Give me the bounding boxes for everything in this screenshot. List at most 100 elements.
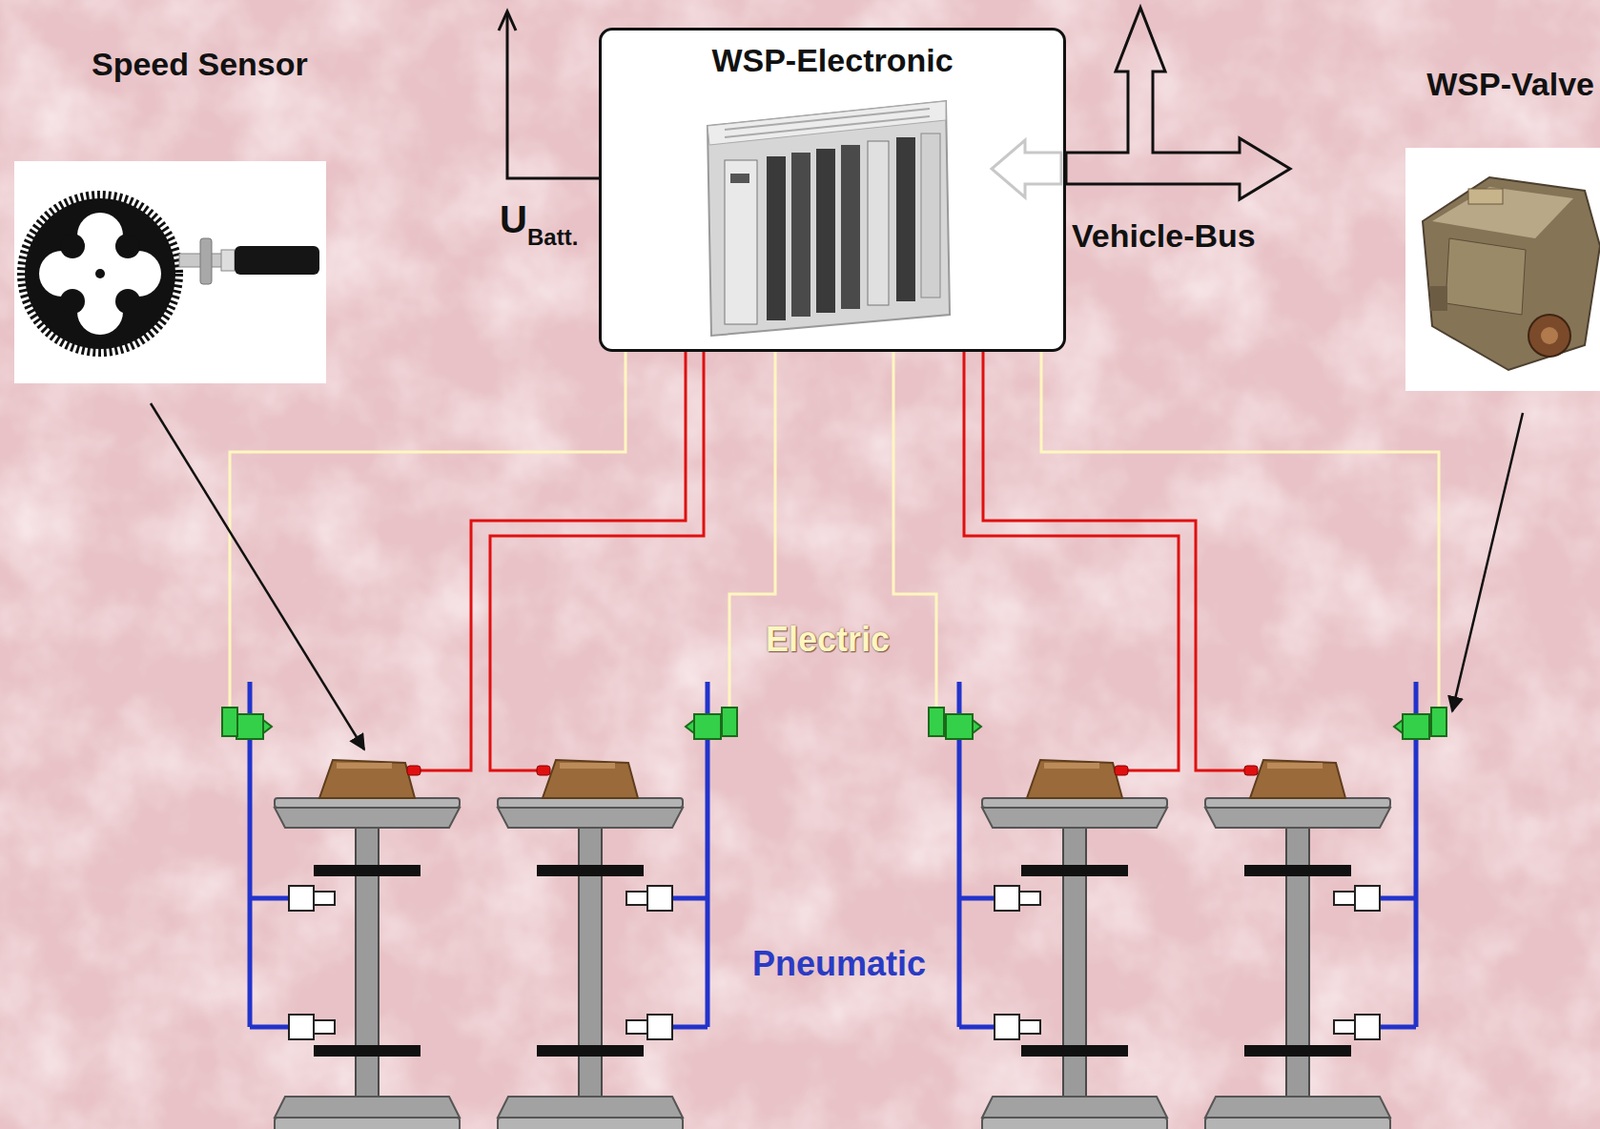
valve-wire (229, 351, 626, 708)
speed-sensor-photo (221, 249, 235, 271)
brake-cylinder (1333, 891, 1355, 905)
sensor-photo-frame: Speed Sensor (14, 161, 327, 384)
sensor-wire (964, 351, 1179, 771)
sensor-connector (407, 765, 421, 776)
wsp-valve-photo (1422, 177, 1600, 370)
wheelset (497, 759, 683, 1129)
wsp-valve-symbol (236, 714, 264, 739)
battery-supply-line (498, 11, 599, 179)
control-unit-box: WSP-Electronic (598, 27, 1067, 352)
control-unit-rack (896, 137, 916, 302)
wire-type-label: Pneumatic (752, 943, 926, 984)
speed-sensor-photo (21, 195, 179, 352)
wsp-valve-symbol (222, 707, 1447, 739)
brake-cylinder (1333, 1020, 1355, 1034)
voltage-symbol: U (499, 197, 528, 242)
speed-sensor-photo (60, 233, 85, 259)
wsp-valve-symbol (928, 707, 944, 737)
wheelset (274, 759, 1391, 1129)
control-unit-rack (816, 148, 836, 313)
wsp-valve-symbol (972, 719, 982, 734)
brake-cylinder (288, 885, 1380, 1040)
wire-type-label: Electric (765, 619, 890, 659)
speed-sensor-photo (39, 250, 85, 297)
control-unit-rack (730, 173, 750, 184)
sensor-wire (490, 351, 704, 771)
brake-cylinder (288, 1014, 314, 1040)
brake-cylinder (647, 885, 673, 911)
battery-supply-line (507, 13, 599, 179)
control-unit-rack (707, 101, 950, 336)
leader-arrow (150, 403, 1523, 750)
speed-sensor-photo (14, 161, 327, 384)
speed-sensor-photo (24, 198, 176, 349)
speed-sensor-photo (95, 268, 105, 279)
sensor-connector (407, 765, 1258, 776)
speed-sensor-photo (77, 288, 124, 335)
wsp-valve-symbol (263, 719, 272, 734)
brake-cylinder (313, 891, 335, 905)
wsp-valve-symbol (1402, 714, 1430, 739)
wheelset (1205, 759, 1391, 1129)
leader-arrow (1452, 412, 1523, 712)
valve-wire (229, 351, 1439, 708)
wsp-valve-symbol (721, 707, 738, 737)
wheelset (982, 759, 1168, 1129)
vehicle-bus-arrow (991, 140, 1062, 198)
wsp-valve-photo (1430, 286, 1448, 311)
control-unit-rack (766, 156, 786, 321)
control-unit-rack (791, 152, 811, 317)
speed-sensor-photo (115, 233, 141, 259)
brake-cylinder (1354, 1014, 1380, 1040)
brake-cylinder (994, 885, 1020, 911)
wsp-valve-photo (1445, 238, 1526, 315)
speed-sensor-photo (77, 212, 124, 259)
wsp-valve-symbol (1394, 719, 1403, 734)
speed-sensor-photo (200, 238, 212, 285)
leader-arrow (150, 403, 365, 750)
brake-cylinder (313, 1020, 335, 1034)
valve-wire (893, 351, 937, 708)
wsp-valve-symbol (685, 719, 695, 734)
sensor-wire (983, 351, 1252, 771)
sensor-wire (413, 351, 1252, 771)
wheelset (274, 759, 460, 1129)
battery-supply-line (498, 11, 516, 31)
control-unit-rack (598, 27, 1067, 352)
brake-cylinder (288, 885, 314, 911)
wsp-valve-photo (1468, 188, 1503, 205)
wsp-valve-photo (1540, 327, 1559, 345)
valve-photo-frame: WSP-Valve (1405, 147, 1600, 391)
control-unit-rack (724, 116, 930, 138)
sensor-connector (1114, 765, 1129, 776)
valve-wire (1041, 351, 1439, 708)
control-unit-rack (921, 133, 941, 298)
speed-sensor-photo (234, 246, 320, 275)
sensor-connector (536, 765, 551, 776)
voltage-subscript: Batt. (527, 224, 578, 251)
brake-cylinder (1019, 891, 1041, 905)
wsp-valve-photo (1432, 186, 1574, 239)
control-unit-rack (724, 160, 758, 325)
wsp-valve-photo (1405, 147, 1600, 391)
bus-label: Vehicle-Bus (1071, 217, 1256, 255)
component-title: WSP-Valve (1426, 65, 1595, 103)
brake-cylinder (1354, 885, 1380, 911)
brake-cylinder (626, 891, 648, 905)
speed-sensor-photo (115, 250, 162, 297)
wsp-valve-symbol (1431, 707, 1447, 737)
control-unit-rack (841, 144, 861, 309)
control-unit-rack (598, 27, 1067, 352)
brake-cylinder (647, 1014, 673, 1040)
component-title: Speed Sensor (91, 45, 308, 83)
brake-cylinder (994, 1014, 1020, 1040)
wsp-valve-symbol (694, 714, 721, 739)
wsp-valve-photo (1405, 147, 1600, 391)
control-unit-rack (867, 141, 889, 306)
speed-sensor-photo (60, 288, 85, 314)
speed-sensor-photo (115, 288, 141, 314)
